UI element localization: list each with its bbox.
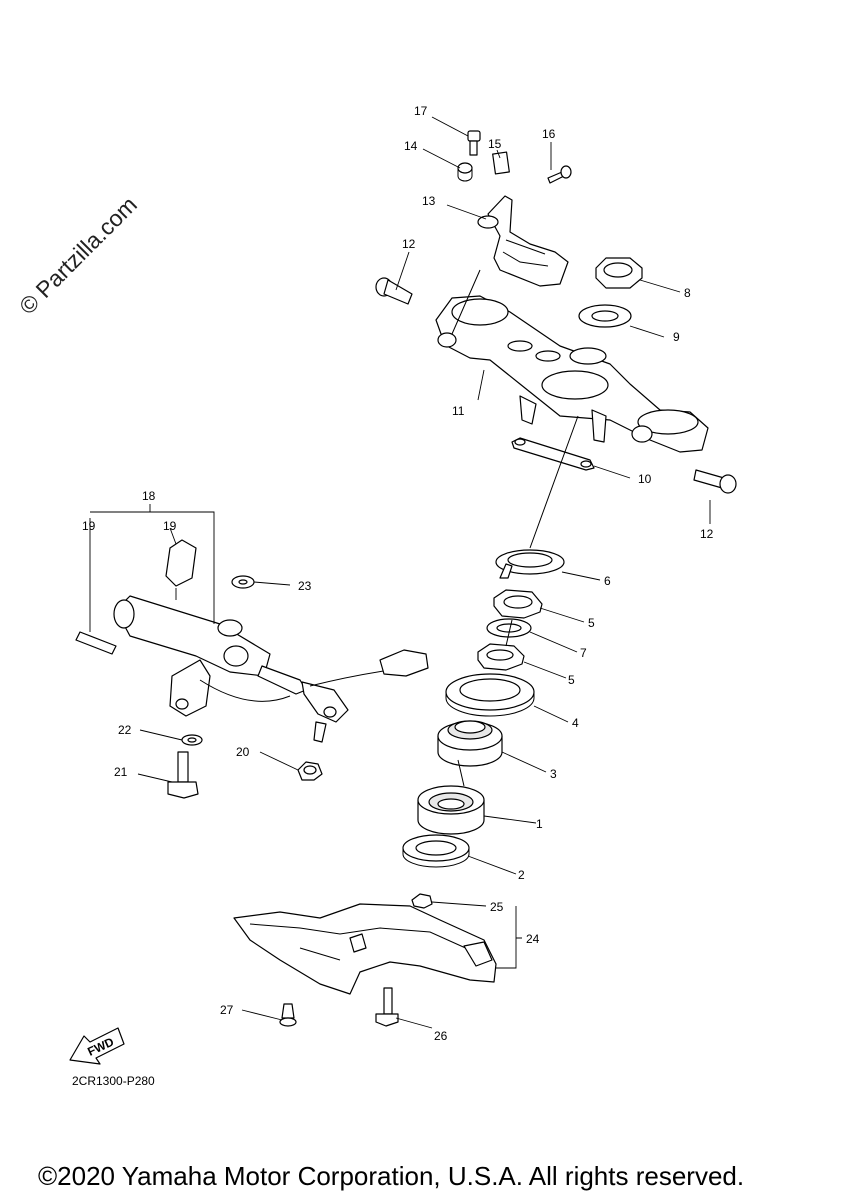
callout-21: 21	[114, 765, 128, 779]
callout-22: 22	[118, 723, 132, 737]
collar-part	[457, 162, 473, 182]
callout-numbers: 17 15 16 14 13 12 8 9 11 10 12 6 5 7 5 4…	[82, 104, 714, 1043]
callout-6: 6	[604, 574, 611, 588]
callout-11: 11	[452, 404, 465, 418]
washer-9-part	[578, 304, 632, 328]
leader-lines	[89, 116, 711, 1029]
callout-2: 2	[518, 868, 525, 882]
nut-20-part	[297, 761, 323, 781]
callout-27: 27	[220, 1003, 234, 1017]
callout-16: 16	[542, 127, 556, 141]
callout-18: 18	[142, 489, 156, 503]
callout-13: 13	[422, 194, 436, 208]
callout-5-upper: 5	[588, 616, 595, 630]
callout-9: 9	[673, 330, 680, 344]
callout-23: 23	[298, 579, 312, 593]
bearing-cover-part	[445, 673, 535, 717]
washer-23-part	[231, 575, 255, 589]
washer-22-part	[181, 734, 203, 746]
callout-5-lower: 5	[568, 673, 575, 687]
callout-19-left: 19	[82, 519, 96, 533]
lower-bearing-part	[417, 785, 485, 835]
callout-8: 8	[684, 286, 691, 300]
bolt-17-part	[467, 130, 481, 156]
steering-damper-part	[75, 539, 429, 743]
callout-12-bottom: 12	[700, 527, 714, 541]
callout-25: 25	[490, 900, 504, 914]
ring-nut-upper-part	[493, 589, 543, 619]
screw-16-part	[547, 165, 572, 184]
diagram-code: 2CR1300-P280	[72, 1074, 155, 1088]
callout-15: 15	[488, 137, 502, 151]
upper-bearing-part	[437, 720, 503, 767]
nut-25-part	[411, 893, 433, 909]
callout-7: 7	[580, 646, 587, 660]
callout-4: 4	[572, 716, 579, 730]
bolt-26-part	[375, 987, 399, 1027]
pinch-bolt-upper-part	[375, 277, 413, 305]
bolt-21-part	[167, 751, 199, 799]
dust-seal-part	[402, 834, 470, 868]
copyright-notice: ©2020 Yamaha Motor Corporation, U.S.A. A…	[38, 1161, 745, 1191]
pinch-bolt-lower-part	[693, 469, 737, 494]
steering-nut-part	[595, 257, 643, 289]
callout-14: 14	[404, 139, 418, 153]
callout-20: 20	[236, 745, 250, 759]
rivet-27-part	[279, 1003, 297, 1027]
callout-1: 1	[536, 817, 543, 831]
handle-bracket-part	[477, 195, 569, 287]
callout-3: 3	[550, 767, 557, 781]
callout-26: 26	[434, 1029, 448, 1043]
clip-part	[492, 151, 510, 175]
lock-washer-part	[495, 549, 565, 579]
callout-12-top: 12	[402, 237, 416, 251]
plate-10-part	[511, 437, 595, 471]
callout-24: 24	[526, 932, 540, 946]
callout-19-right: 19	[163, 519, 177, 533]
fwd-arrow-icon: FWD	[69, 1027, 125, 1065]
callout-10: 10	[638, 472, 652, 486]
upper-bracket-part	[435, 295, 709, 453]
callout-17: 17	[414, 104, 428, 118]
lower-cover-part	[233, 903, 497, 995]
ring-nut-lower-part	[477, 643, 525, 671]
